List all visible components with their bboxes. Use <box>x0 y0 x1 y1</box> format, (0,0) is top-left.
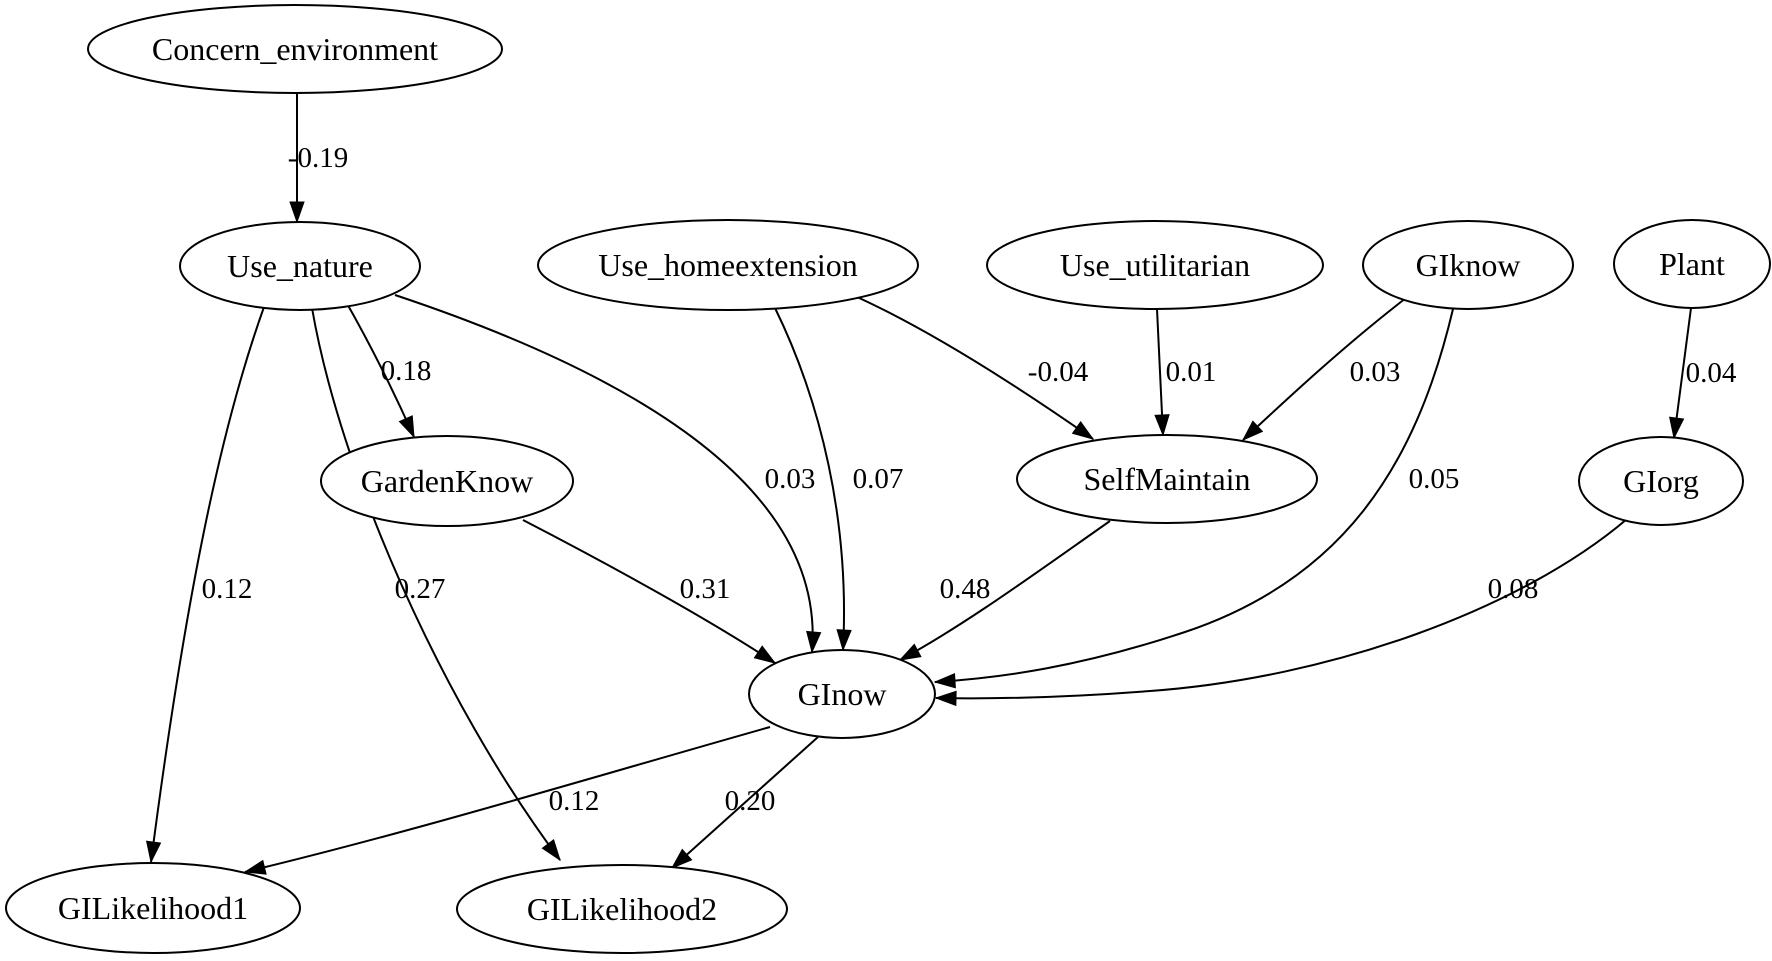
edge-weight-Use_nature-GILikelihood1: 0.12 <box>202 573 253 605</box>
node-GILikelihood1: GILikelihood1 <box>5 862 301 954</box>
edge-weight-GIknow-SelfMaintain: 0.03 <box>1350 356 1401 388</box>
node-ellipse-Concern_environment <box>87 4 503 94</box>
node-label-GIorg: GIorg <box>1623 463 1699 499</box>
node-label-GardenKnow: GardenKnow <box>361 463 533 499</box>
edge-weight-GIknow-GInow: 0.05 <box>1409 463 1460 495</box>
node-ellipse-SelfMaintain <box>1016 434 1318 524</box>
node-label-Use_homeextension: Use_homeextension <box>598 247 858 283</box>
edge-weight-GInow-GILikelihood1: 0.12 <box>549 785 600 817</box>
node-GILikelihood2: GILikelihood2 <box>456 864 788 954</box>
edge-Use_homeextension-SelfMaintain <box>856 296 1093 439</box>
edge-GIknow-SelfMaintain <box>1243 297 1407 440</box>
node-label-SelfMaintain: SelfMaintain <box>1083 461 1250 497</box>
node-GInow: GInow <box>748 649 936 739</box>
node-label-Use_nature: Use_nature <box>227 248 373 284</box>
node-ellipse-GardenKnow <box>320 435 574 527</box>
edge-weight-Use_nature-GILikelihood2: 0.27 <box>395 573 446 605</box>
node-Concern_environment: Concern_environment <box>87 4 503 94</box>
node-label-GILikelihood1: GILikelihood1 <box>58 890 248 926</box>
edge-weight-Concern_environment-Use_nature: -0.19 <box>288 142 348 174</box>
edge-Plant-GIorg <box>1674 307 1692 438</box>
edge-GIknow-GInow <box>935 308 1454 682</box>
edge-weight-Use_nature-GardenKnow: 0.18 <box>381 355 432 387</box>
node-ellipse-Use_utilitarian <box>986 220 1324 310</box>
node-ellipse-Plant <box>1613 219 1771 309</box>
node-label-GInow: GInow <box>798 676 887 712</box>
node-ellipse-GILikelihood2 <box>456 864 788 954</box>
node-GIknow: GIknow <box>1362 220 1574 310</box>
edge-weight-GardenKnow-GInow: 0.31 <box>680 573 731 605</box>
edges-layer <box>151 93 1692 872</box>
edge-weight-Use_homeextension-SelfMaintain: -0.04 <box>1028 356 1089 388</box>
edge-Use_utilitarian-SelfMaintain <box>1157 308 1163 435</box>
edge-Use_nature-GILikelihood1 <box>151 306 265 862</box>
edge-GardenKnow-GInow <box>522 519 775 663</box>
node-label-Concern_environment: Concern_environment <box>152 31 438 67</box>
edge-weight-Plant-GIorg: 0.04 <box>1686 357 1737 389</box>
node-ellipse-Use_homeextension <box>537 219 919 311</box>
edge-SelfMaintain-GInow <box>900 520 1111 661</box>
node-ellipse-GInow <box>748 649 936 739</box>
edge-weight-Use_homeextension-GInow: 0.07 <box>853 463 904 495</box>
edge-weight-Use_utilitarian-SelfMaintain: 0.01 <box>1166 356 1217 388</box>
edge-Use_nature-GILikelihood2 <box>311 307 560 860</box>
node-Plant: Plant <box>1613 219 1771 309</box>
node-ellipse-GIorg <box>1578 436 1744 526</box>
edge-weight-GIorg-GInow: 0.08 <box>1488 573 1539 605</box>
node-GardenKnow: GardenKnow <box>320 435 574 527</box>
node-ellipse-GILikelihood1 <box>5 862 301 954</box>
node-ellipse-GIknow <box>1362 220 1574 310</box>
edge-GInow-GILikelihood2 <box>672 736 819 868</box>
edge-Use_nature-GardenKnow <box>344 299 415 437</box>
node-label-Plant: Plant <box>1659 246 1725 282</box>
edge-weight-Use_nature-GInow: 0.03 <box>765 463 816 495</box>
edge-GInow-GILikelihood1 <box>245 726 771 872</box>
edge-labels-layer: -0.19 0.18 0.03 0.12 0.27 0.07 -0.04 0.01 0.03 0.… <box>202 142 1737 817</box>
node-GIorg: GIorg <box>1578 436 1744 526</box>
node-Use_utilitarian: Use_utilitarian <box>986 220 1324 310</box>
node-label-GILikelihood2: GILikelihood2 <box>527 891 717 927</box>
edge-weight-SelfMaintain-GInow: 0.48 <box>940 573 991 605</box>
edge-Use_nature-GInow <box>394 294 813 652</box>
node-Use_homeextension: Use_homeextension <box>537 219 919 311</box>
node-SelfMaintain: SelfMaintain <box>1016 434 1318 524</box>
edge-Use_homeextension-GInow <box>774 307 844 650</box>
edge-weight-GInow-GILikelihood2: 0.20 <box>725 785 776 817</box>
node-ellipse-Use_nature <box>179 221 421 311</box>
node-label-GIknow: GIknow <box>1416 247 1521 283</box>
node-label-Use_utilitarian: Use_utilitarian <box>1060 247 1250 283</box>
node-Use_nature: Use_nature <box>179 221 421 311</box>
edge-GIorg-GInow <box>936 518 1628 698</box>
